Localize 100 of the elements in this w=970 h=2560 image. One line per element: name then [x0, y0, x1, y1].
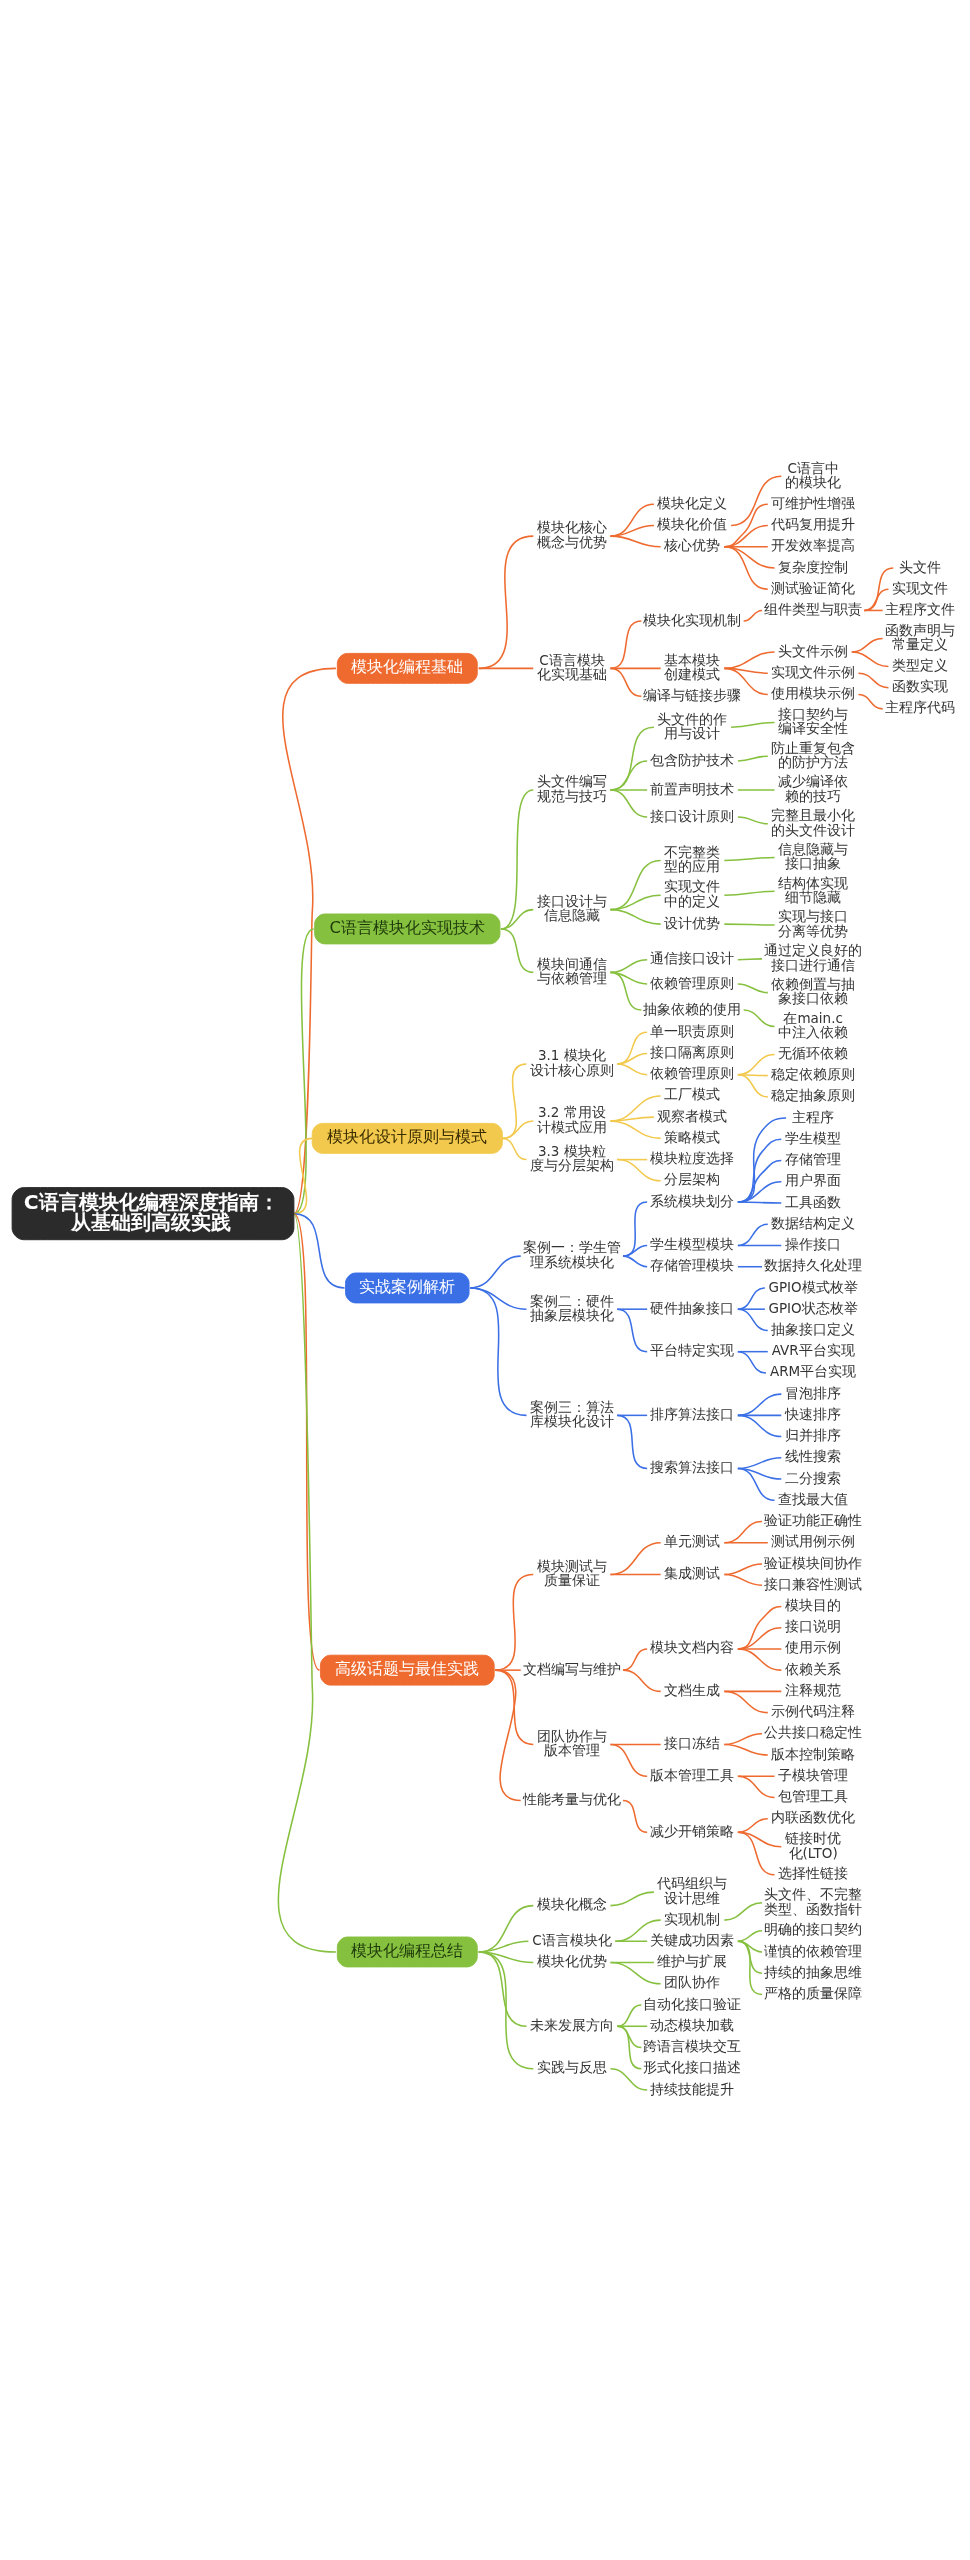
connector [863, 609, 884, 612]
node-text: 函数实现 [892, 678, 949, 695]
node-text: 集成测试 [664, 1565, 721, 1582]
node-text: 依赖管理原则 [650, 974, 735, 991]
node-text: 主程序文件 [885, 601, 956, 618]
connector [477, 535, 535, 670]
connector [614, 1940, 648, 1943]
node-text: 冒泡排序 [785, 1384, 842, 1401]
node-text: 主程序代码 [885, 699, 956, 716]
connector [737, 1457, 783, 1470]
node-text: 观察者模式 [657, 1107, 728, 1124]
connector [737, 1350, 767, 1374]
connector [737, 1831, 776, 1876]
node-text: 使用示例 [785, 1639, 842, 1656]
node-text: 减少编译依赖的技巧 [778, 773, 849, 804]
node-text: 接口设计与信息隐藏 [536, 892, 607, 924]
node-text: 模块测试与质量保证 [536, 1557, 607, 1589]
connector [737, 983, 769, 994]
node-text: 模块文档内容 [650, 1639, 735, 1656]
node-text: 搜索算法接口 [650, 1459, 735, 1476]
node-text: 前置声明技术 [650, 780, 735, 797]
connector [737, 1244, 783, 1247]
connector [737, 1117, 787, 1203]
node-text: 文档编写与维护 [522, 1660, 621, 1677]
node-text: 完整且最小化的头文件设计 [771, 807, 856, 838]
connector [622, 1244, 648, 1257]
node-text: 内联函数优化 [771, 1809, 856, 1826]
connector [737, 1138, 783, 1203]
node-text: 不完整类型的应用 [664, 843, 721, 875]
node-text: 模块化实现机制 [643, 611, 742, 628]
node-text: 形式化接口描述 [643, 2059, 742, 2076]
node-text: 实现文件中的定义 [664, 878, 721, 909]
node-text: 分层架构 [664, 1171, 721, 1188]
node-text: 接口兼容性测试 [764, 1575, 863, 1592]
node-text: GPIO状态枚举 [768, 1299, 858, 1316]
node-text: 减少开销策略 [650, 1822, 735, 1839]
connector [278, 1212, 337, 1953]
node-box: 模块化编程基础 [336, 652, 478, 684]
node-text: 存储管理 [785, 1151, 842, 1168]
connector [730, 721, 776, 728]
connector [614, 1919, 662, 1943]
node-text: C语言模块化实现基础 [536, 651, 607, 683]
node-text: 头文件示例 [778, 642, 849, 659]
node-text: 策略模式 [664, 1128, 721, 1145]
node-text: 类型定义 [892, 657, 949, 673]
connector [723, 923, 776, 926]
node-text: 严格的质量保障 [764, 1985, 863, 2001]
node-box: 实战案例解析 [345, 1272, 470, 1304]
node-text: 稳定抽象原则 [771, 1087, 856, 1104]
connector [737, 1414, 783, 1438]
node-text: 快速排序 [785, 1405, 842, 1422]
connector [293, 1212, 321, 1671]
connector [609, 908, 662, 925]
connector [737, 1201, 783, 1204]
connector [737, 1393, 783, 1417]
node-text: 跨语言模块交互 [643, 2038, 742, 2055]
node-text: 抽象依赖的使用 [643, 1000, 742, 1017]
connector [616, 1308, 648, 1310]
connector [609, 971, 643, 1011]
node-text: 子模块管理 [778, 1766, 849, 1783]
node-box: C语言模块化编程深度指南：从基础到高级实践 [11, 1187, 295, 1241]
node-text: 依赖倒置与抽象接口依赖 [771, 975, 856, 1007]
node-text: 函数声明与常量定义 [885, 621, 956, 653]
connector [494, 1669, 522, 1671]
node-text: 选择性链接 [778, 1865, 849, 1882]
node-text: 排序算法接口 [650, 1405, 735, 1422]
node-text: 无循环依赖 [778, 1044, 849, 1061]
connector [609, 1120, 662, 1140]
node-text: 设计优势 [664, 914, 721, 931]
node-text: 代码复用提升 [771, 516, 856, 533]
connector [723, 890, 776, 896]
node-text: 3.1 模块化设计核心原则 [529, 1047, 614, 1078]
connector [477, 667, 535, 670]
node-text: 接口冻结 [664, 1735, 721, 1752]
connector [737, 789, 776, 791]
connector [737, 1775, 776, 1799]
connector [494, 1573, 535, 1671]
connector [477, 1951, 535, 2070]
node-text: 工厂模式 [664, 1086, 721, 1103]
node-text: 接口契约与编译安全性 [778, 705, 849, 737]
node-text: 模块化价值 [657, 516, 728, 533]
node-text: 数据结构定义 [771, 1214, 856, 1231]
connector [622, 1255, 648, 1268]
connector [622, 1201, 648, 1257]
node-text: 基本模块创建模式 [664, 651, 721, 683]
node-text: 头文件编写规范与技巧 [536, 773, 607, 804]
connector [616, 2025, 643, 2070]
connector [723, 1743, 769, 1756]
node-text: 模块目的 [785, 1597, 842, 1614]
node-text: 学生模型模块 [650, 1236, 735, 1253]
node-text: 单一职责原则 [650, 1022, 735, 1039]
node-text: 接口说明 [785, 1618, 842, 1635]
node-text: 接口设计原则 [650, 807, 735, 824]
node-text: 实现与接口分离等优势 [778, 908, 849, 939]
node-text: 信息隐藏与接口抽象 [778, 840, 849, 872]
node-text: AVR平台实现 [771, 1342, 855, 1359]
node-text: 二分搜索 [785, 1469, 842, 1486]
connector [737, 1648, 783, 1671]
node-text: 自动化接口验证 [643, 1995, 742, 2012]
node-box: 模块化编程总结 [336, 1936, 478, 1968]
